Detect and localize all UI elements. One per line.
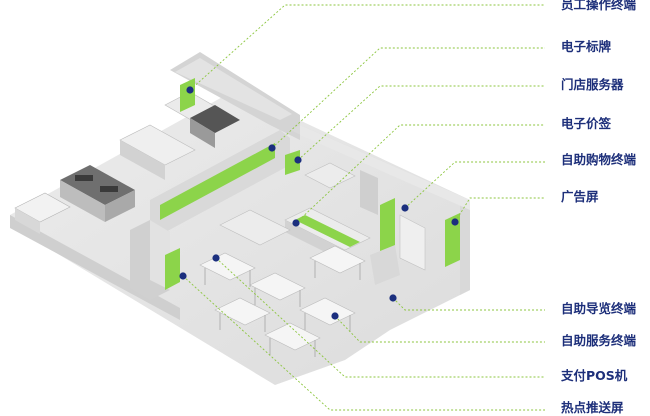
leader-store-server [297,85,545,161]
marker-self-service [331,312,339,320]
label-employee-terminal: 员工操作终端 [561,0,637,12]
leader-pos [215,257,545,378]
right-wall [180,78,470,295]
marker-self-guide [389,294,397,302]
marker-e-sign [268,144,276,152]
label-e-price-tag: 电子价签 [561,116,612,131]
marker-hot-push [179,272,187,280]
label-self-service: 自助服务终端 [561,333,637,348]
leader-self-service [334,315,545,343]
leader-employee-terminal [189,4,545,91]
dining-tables [199,245,366,357]
leader-self-guide [392,297,545,311]
leader-ad-screen [454,197,545,223]
marker-self-checkout [401,204,409,212]
kitchen-equipment [14,91,240,234]
label-self-guide: 自助导览终端 [561,301,637,316]
label-ad-screen: 广告屏 [561,189,599,204]
markers [179,86,459,320]
display-counters [219,162,400,285]
marker-employee-terminal [186,86,194,94]
floor [10,90,470,385]
marker-e-price-tag [292,219,300,227]
label-store-server: 门店服务器 [561,77,624,92]
label-hot-push-screen: 热点推送屏 [561,400,624,415]
marker-ad-screen [451,218,459,226]
label-pos: 支付POS机 [561,368,628,383]
marker-store-server [294,156,302,164]
leader-lines [182,4,545,411]
kitchen-back-wall [170,52,300,140]
leader-e-sign [271,47,545,149]
marker-pos [212,254,220,262]
dining-partition [130,220,180,300]
label-self-checkout: 自助购物终端 [561,152,637,167]
label-e-sign: 电子标牌 [561,39,612,54]
